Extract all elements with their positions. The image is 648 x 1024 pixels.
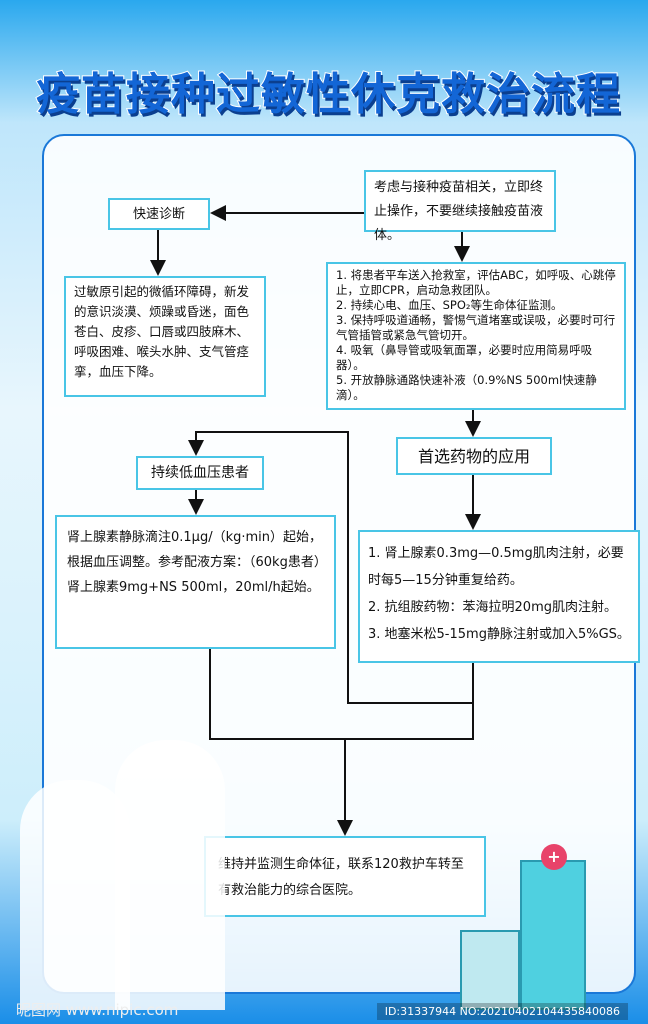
loop-to-hypotension [188, 431, 474, 704]
watermark-id: ID:31337944 NO:20210402104435840086 [376, 1003, 628, 1020]
drug-item: 1. 肾上腺素0.3mg—0.5mg肌肉注射，必要时每5—15分钟重复给药。 [368, 546, 624, 588]
hospital-building-illustration: + [520, 844, 586, 1010]
step-item: 5. 开放静脉通路快速补液（0.9%NS 500ml快速静滴）。 [336, 373, 597, 402]
step-item: 1. 将患者平车送入抢救室，评估ABC，如呼吸、心跳停止，立即CPR，启动急救团… [336, 268, 616, 297]
merge-line [209, 649, 474, 740]
stop-vaccine-box: 考虑与接种疫苗相关，立即终止操作，不要继续接触疫苗液体。 [364, 170, 556, 243]
epinephrine-drip-box: 肾上腺素静脉滴注0.1μg/（kg·min）起始，根据血压调整。参考配液方案：（… [55, 515, 336, 649]
watermark-site: 昵图网 www.nipic.com [16, 1001, 179, 1019]
step-item: 2. 持续心电、血压、SPO₂等生命体征监测。 [336, 298, 563, 312]
quick-diagnosis-box: 快速诊断 [108, 198, 210, 230]
initial-steps-box: 1. 将患者平车送入抢救室，评估ABC，如呼吸、心跳停止，立即CPR，启动急救团… [326, 262, 626, 410]
drug-item: 2. 抗组胺药物：苯海拉明20mg肌肉注射。 [368, 600, 617, 615]
final-transfer-box: 维持并监测生命体征，联系120救护车转至有救治能力的综合医院。 [204, 836, 486, 917]
doctor-illustration-female [20, 780, 130, 1010]
hypotension-box: 持续低血压患者 [136, 456, 264, 490]
drug-item: 3. 地塞米松5-15mg静脉注射或加入5%GS。 [368, 627, 630, 642]
first-drug-box: 首选药物的应用 [396, 437, 552, 475]
hospital-wing-illustration [460, 930, 520, 1010]
poster-title: 疫苗接种过敏性休克救治流程 [35, 68, 621, 121]
step-item: 3. 保持呼吸道通畅，警惕气道堵塞或误吸，必要时可行气管插管或紧急气管切开。 [336, 313, 616, 342]
step-item: 4. 吸氧（鼻导管或吸氧面罩，必要时应用简易呼吸器）。 [336, 343, 593, 372]
medical-cross-icon: + [541, 844, 567, 870]
doctor-illustration-male [115, 740, 225, 1010]
symptoms-box: 过敏原引起的微循环障碍，新发的意识淡漠、烦躁或昏迷，面色苍白、皮疹、口唇或四肢麻… [64, 276, 266, 397]
drugs-box: 1. 肾上腺素0.3mg—0.5mg肌肉注射，必要时每5—15分钟重复给药。 2… [358, 530, 640, 663]
